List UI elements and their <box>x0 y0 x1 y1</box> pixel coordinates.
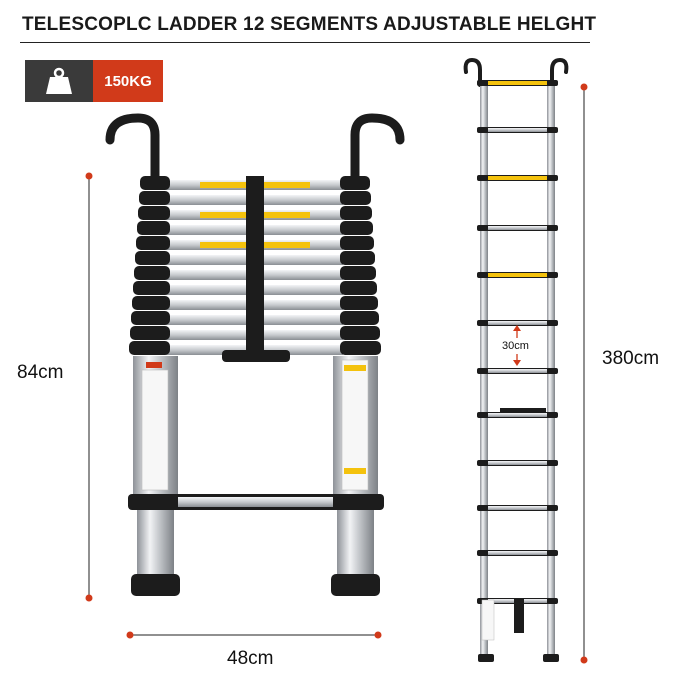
right-foot <box>331 574 380 596</box>
weight-icon <box>25 60 93 102</box>
collapsed-height-dimension <box>85 172 93 602</box>
width-label: 48cm <box>227 648 274 669</box>
left-end-caps <box>129 176 170 355</box>
extended-left-hook-icon <box>463 57 482 87</box>
load-capacity-badge: 150KG <box>25 60 163 102</box>
width-dimension <box>126 631 382 639</box>
extended-right-hook-icon <box>550 57 569 87</box>
collapsed-ladder <box>105 113 405 596</box>
right-hook-icon <box>350 113 405 183</box>
extended-height-dimension <box>580 83 588 664</box>
step-spacing-label: 30cm <box>502 340 529 352</box>
extended-height-label: 380cm <box>602 348 660 369</box>
title-underline <box>20 42 590 43</box>
step-spacing-arrow-icon <box>513 325 521 366</box>
left-hook-icon <box>105 113 160 183</box>
load-capacity-label: 150KG <box>93 60 163 102</box>
carry-strap <box>246 176 264 356</box>
right-end-caps <box>340 176 381 355</box>
extended-ladder <box>463 57 569 662</box>
extended-rungs <box>477 80 558 604</box>
collapsed-height-label: 84cm <box>17 362 64 383</box>
left-foot <box>131 574 180 596</box>
page-title: TELESCOPLC LADDER 12 SEGMENTS ADJUSTABLE… <box>22 14 597 35</box>
